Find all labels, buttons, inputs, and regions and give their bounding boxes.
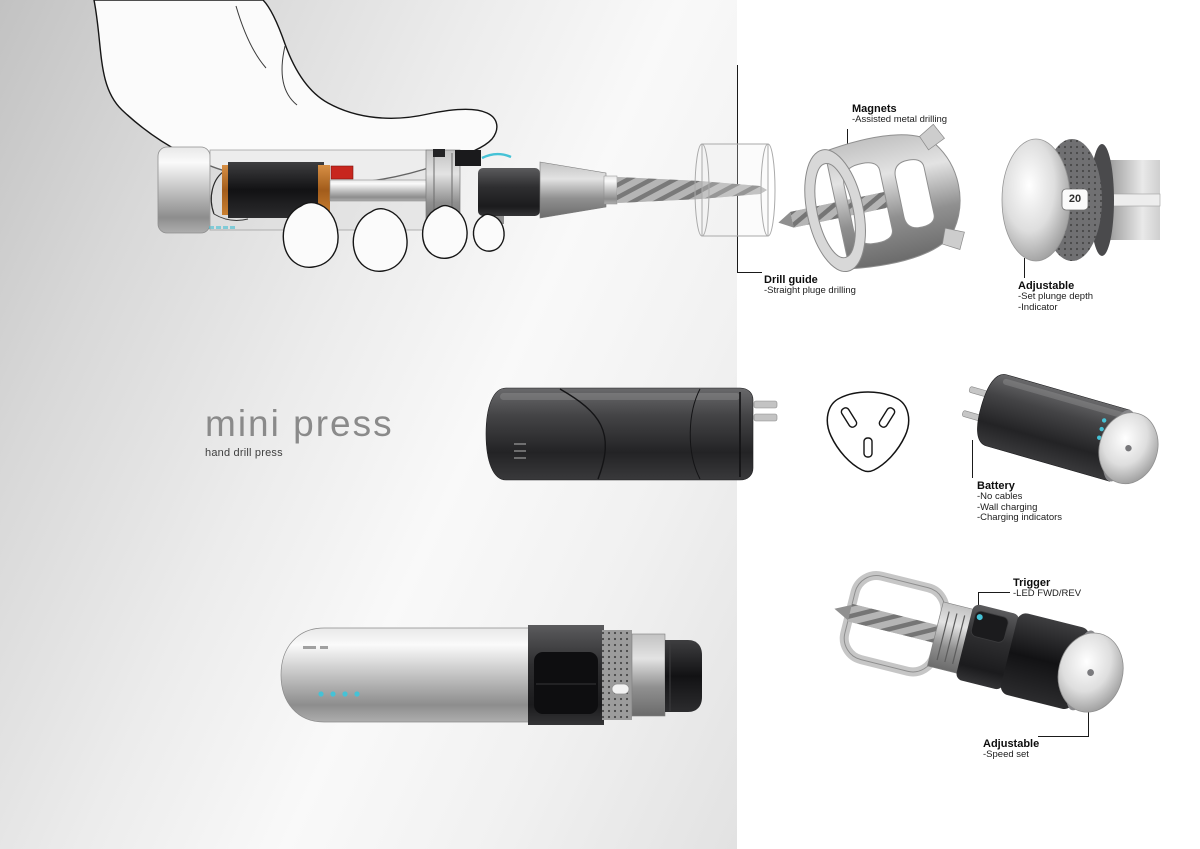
cage-opening-ring <box>804 149 866 273</box>
page-subtitle: hand drill press <box>205 447 283 459</box>
wall-plug-icon <box>826 391 910 473</box>
wire <box>213 213 249 221</box>
end-cap <box>1001 138 1071 262</box>
switch-component <box>330 165 354 180</box>
depth-window <box>1061 188 1089 211</box>
callout-battery-heading: Battery <box>977 480 1015 492</box>
led-accent <box>481 152 512 160</box>
drill-body <box>280 627 533 723</box>
leader-adjustable-speed-horizontal <box>1038 736 1089 737</box>
sensor-module <box>455 150 481 166</box>
marking <box>320 646 328 649</box>
collar <box>631 633 666 717</box>
leader-battery <box>972 440 973 478</box>
leader-drill-guide-vertical <box>737 65 738 272</box>
callout-battery: Battery -No cables -Wall charging -Charg… <box>977 480 1062 524</box>
leader-drill-guide-horizontal <box>737 272 762 273</box>
page-title: mini press <box>205 403 394 444</box>
callout-adjustable-speed: Adjustable -Speed set <box>983 738 1039 761</box>
leader-trigger-vertical <box>978 592 979 616</box>
drive-shaft <box>329 179 429 202</box>
title-block: mini press hand drill press <box>205 403 394 460</box>
callout-adjustable-speed-line: -Speed set <box>983 749 1029 760</box>
battery-shell <box>485 387 754 481</box>
battery-body <box>977 374 1131 482</box>
trigger-drill-render <box>834 571 1124 713</box>
motor-winding <box>318 165 330 215</box>
charge-leds <box>1096 418 1107 440</box>
nose-cone <box>539 161 607 219</box>
callout-adjustable-speed-heading: Adjustable <box>983 738 1040 750</box>
depth-indicator-value: 20 <box>1068 193 1082 205</box>
callout-trigger-heading: Trigger <box>1013 577 1051 589</box>
chuck-ring <box>603 175 618 205</box>
vent-slots <box>514 443 526 459</box>
bit-tip <box>778 211 794 228</box>
leader-trigger-horizontal <box>978 592 1010 593</box>
plug-slot-earth <box>863 437 873 458</box>
callout-adjustable-depth-line: -Indicator <box>1018 301 1058 313</box>
screw <box>433 149 445 157</box>
callout-adjustable-depth-line: -Set plunge depth <box>1018 291 1094 302</box>
callout-battery-line: -No cables <box>977 491 1023 502</box>
plug-slot-left <box>840 407 858 428</box>
battery-render <box>962 374 1159 485</box>
plug-slot-right <box>878 407 896 428</box>
callout-drill-guide-line: -Straight pluge drilling <box>764 285 856 296</box>
marking <box>303 646 316 649</box>
cutaway-drill-render <box>157 143 776 237</box>
cage-shell <box>824 134 961 270</box>
leader-adjustable-speed-vertical <box>1088 702 1089 736</box>
callout-magnets: Magnets -Assisted metal drilling <box>852 103 947 126</box>
charge-led-strip <box>209 226 235 229</box>
callout-adjustable-depth: Adjustable -Set plunge depth -Indicator <box>1018 280 1093 313</box>
battery-module-render <box>485 387 778 481</box>
trigger-sled <box>534 652 598 714</box>
leader-magnets <box>847 129 848 152</box>
seam <box>689 388 701 480</box>
callout-trigger: Trigger -LED FWD/REV <box>1013 577 1081 600</box>
fwd-rev-button <box>611 683 630 695</box>
magnet-foot <box>942 227 965 250</box>
magnet-guide-render <box>778 123 965 273</box>
chuck <box>665 640 702 712</box>
led-indicators <box>318 691 360 697</box>
callout-battery-line: -Wall charging <box>977 501 1038 513</box>
seam <box>559 388 606 480</box>
callout-adjustable-depth-heading: Adjustable <box>1018 280 1075 292</box>
magnet-foot <box>919 123 945 151</box>
callout-drill-guide: Drill guide -Straight pluge drilling <box>764 274 856 297</box>
product-side-render <box>280 625 702 725</box>
callout-battery-line: -Charging indicators <box>977 512 1063 523</box>
drill-guide-tube <box>694 143 776 237</box>
auger-tip <box>834 604 852 621</box>
callout-trigger-line: -LED FWD/REV <box>1013 588 1082 599</box>
leader-adjustable-depth <box>1024 258 1025 278</box>
plug-prong <box>753 413 778 422</box>
callout-magnets-heading: Magnets <box>852 103 897 115</box>
callout-drill-guide-heading: Drill guide <box>764 274 818 286</box>
hand-fingers <box>282 201 505 272</box>
gear-box <box>478 168 540 216</box>
plug-prong <box>753 400 778 409</box>
hand-illustration <box>93 0 498 186</box>
callout-magnets-line: -Assisted metal drilling <box>852 114 948 125</box>
trigger-led <box>976 614 983 621</box>
depth-dial-render <box>1001 138 1161 262</box>
end-cap <box>157 146 211 234</box>
